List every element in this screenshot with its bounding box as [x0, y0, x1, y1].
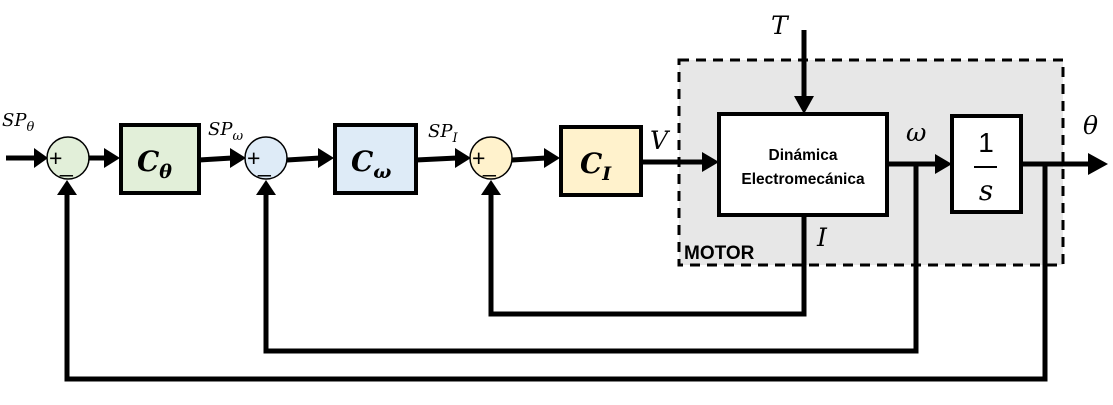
feedback-paths — [64, 166, 1048, 382]
speed-feedback-line — [263, 166, 919, 354]
sp-omega-label: SPω — [208, 119, 243, 144]
summer-theta-minus: _ — [59, 151, 74, 177]
arrowhead-theta-output — [1088, 153, 1108, 175]
block-c-theta: Cθ — [119, 123, 201, 195]
c-i-sub: I — [601, 163, 612, 185]
arrowhead-dynamics — [702, 152, 719, 172]
arrowhead-torque — [794, 96, 814, 114]
summer-current-minus: _ — [482, 151, 497, 177]
ctheta-to-summer2-line — [198, 155, 233, 163]
arrowhead-summer1 — [34, 148, 48, 168]
arrowhead-ci — [544, 148, 560, 168]
summer-theta-plus: + — [49, 145, 62, 171]
sp-theta-label: SPθ — [2, 110, 34, 135]
integrator-denominator: s — [979, 174, 993, 207]
summer2-to-comega-line — [286, 155, 321, 163]
current-label: I — [816, 223, 828, 252]
block-c-omega: Cω — [333, 123, 418, 195]
summer-current-plus: + — [472, 145, 485, 171]
comega-to-summer3-line — [415, 155, 458, 163]
summer-theta: + _ — [46, 136, 90, 180]
c-i-main: C — [580, 147, 603, 180]
block-dynamics: Dinámica Electromecánica — [717, 112, 889, 217]
forward-paths — [6, 30, 1090, 230]
omega-label: ω — [906, 118, 926, 147]
arrowhead-summer3 — [455, 148, 471, 168]
dynamics-line1: Dinámica — [769, 147, 838, 164]
summer-omega-plus: + — [247, 145, 260, 171]
position-feedback-line — [64, 166, 1048, 382]
current-feedback-line — [488, 195, 807, 317]
svg-text:Cθ: Cθ — [137, 145, 172, 183]
theta-label: θ — [1083, 111, 1098, 140]
c-omega-sub: ω — [373, 161, 391, 183]
svg-text:CI: CI — [580, 147, 612, 185]
summer-current: + _ — [469, 136, 513, 180]
c-theta-sub: θ — [159, 161, 172, 183]
position-feedback-arrowhead — [57, 180, 77, 195]
integrator-numerator: 1 — [978, 127, 994, 158]
v-label: V — [650, 126, 671, 155]
c-theta-main: C — [137, 145, 160, 178]
arrowhead-integrator — [935, 154, 952, 174]
summer-omega: + _ — [244, 136, 288, 180]
block-integrator: 1 s — [950, 114, 1023, 214]
summer-omega-minus: _ — [257, 151, 272, 177]
current-feedback-arrowhead — [481, 180, 501, 195]
arrowhead-ctheta — [104, 148, 120, 168]
arrowhead-comega — [318, 148, 334, 168]
arrowhead-summer2 — [230, 148, 246, 168]
c-omega-main: C — [351, 145, 374, 178]
svg-text:Cω: Cω — [351, 145, 391, 183]
dynamics-line2: Electromecánica — [741, 171, 865, 188]
summer3-to-ci-line — [511, 155, 547, 163]
motor-label: MOTOR — [684, 243, 755, 264]
speed-feedback-arrowhead — [256, 180, 276, 195]
block-c-i: CI — [559, 125, 643, 197]
torque-label: T — [771, 11, 790, 40]
sp-i-label: SPI — [428, 121, 458, 146]
